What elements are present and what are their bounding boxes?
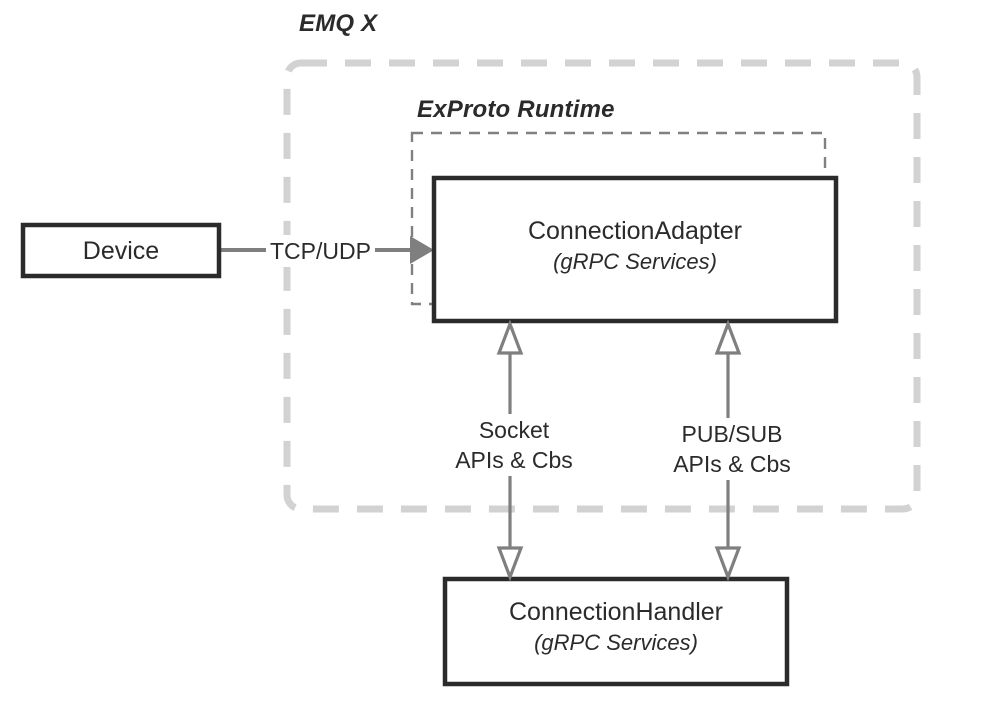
pubsub-edge-label-line2: APIs & Cbs (673, 451, 791, 477)
connection-adapter-node-box[interactable] (431, 175, 839, 324)
connection-adapter-node-label: ConnectionAdapter (gRPC Services) (432, 215, 838, 277)
socket-edge-label-line1: Socket (478, 417, 550, 443)
device-to-adapter-arrowhead (410, 236, 434, 264)
pubsub-edge-arrowhead-up (714, 319, 742, 355)
device-node-title: Device (82, 237, 160, 265)
pubsub-edge-arrowhead-down (714, 546, 742, 582)
device-node-box[interactable] (20, 222, 222, 279)
pubsub-edge-label: PUB/SUB APIs & Cbs (661, 418, 803, 480)
connection-handler-node-subtitle: (gRPC Services) (534, 630, 698, 655)
socket-edge-arrowhead-down (496, 546, 524, 582)
pubsub-edge-label-line1: PUB/SUB (681, 421, 783, 447)
socket-edge-label: Socket APIs & Cbs (444, 414, 584, 476)
device-node-label: Device (21, 235, 221, 267)
tcp-udp-edge-label: TCP/UDP (266, 235, 375, 267)
emqx-group-title: EMQ X (299, 10, 378, 37)
connection-adapter-node-subtitle: (gRPC Services) (553, 249, 717, 274)
connection-handler-node-label: ConnectionHandler (gRPC Services) (443, 596, 789, 658)
emqx-boundary (283, 59, 921, 513)
connection-handler-node-box[interactable] (442, 576, 790, 687)
exproto-runtime-group-title: ExProto Runtime (417, 96, 615, 123)
socket-edge-arrowhead-up (496, 319, 524, 355)
connection-handler-node-title: ConnectionHandler (508, 598, 724, 626)
socket-edge-label-line2: APIs & Cbs (455, 447, 573, 473)
connection-adapter-node-title: ConnectionAdapter (527, 217, 743, 245)
